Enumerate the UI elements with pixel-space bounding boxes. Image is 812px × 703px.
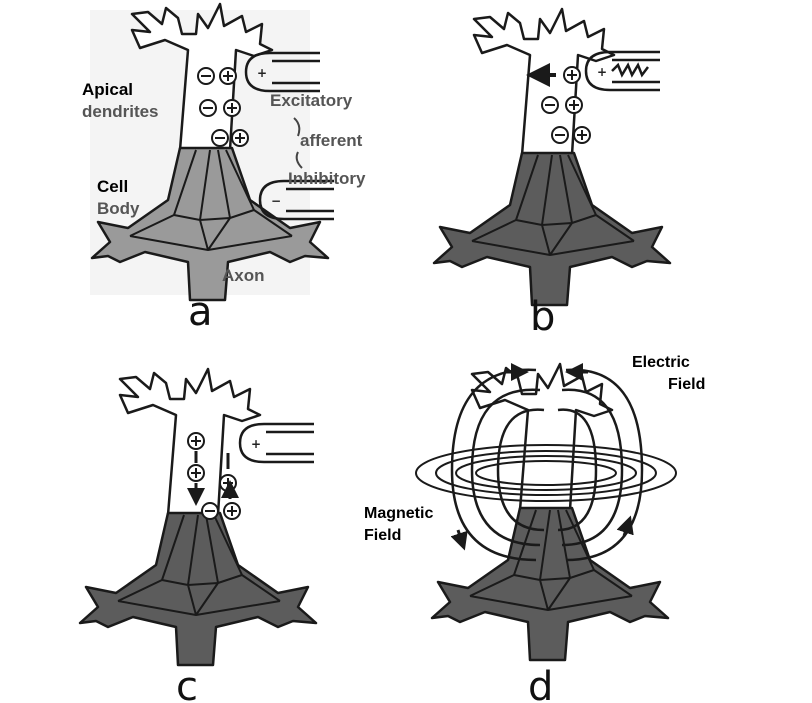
- label-body: Body: [97, 199, 140, 218]
- afferent-bracket-bottom: [295, 151, 303, 169]
- spike-train-icon: [611, 62, 649, 78]
- label-apical: Apical: [82, 80, 133, 99]
- panel-d: Electric Field Magnetic Field d: [364, 354, 705, 703]
- label-afferent: afferent: [300, 131, 363, 150]
- panel-d-field-arrow-left: [450, 529, 468, 551]
- panel-c-excitatory-terminal: +: [238, 422, 316, 464]
- label-magnetic: Magnetic: [364, 505, 433, 522]
- panel-c: + c: [78, 367, 318, 703]
- label-excitatory: Excitatory: [270, 91, 353, 110]
- panel-letter-c: c: [176, 664, 198, 703]
- label-axon: Axon: [222, 266, 265, 285]
- label-cell: Cell: [97, 177, 128, 196]
- panel-c-terminal-plus-sign: +: [251, 437, 261, 451]
- terminal-minus-sign: −: [271, 194, 281, 208]
- panel-c-up-arrows: [228, 453, 230, 499]
- panel-letter-d: d: [528, 664, 553, 703]
- panel-letter-b: b: [530, 294, 555, 340]
- afferent-bracket-top: [293, 117, 301, 137]
- electric-field-loops: [450, 368, 644, 562]
- panel-c-cell-body: [78, 511, 318, 667]
- label-magnetic-field: Field: [364, 527, 401, 544]
- label-dendrites: dendrites: [82, 102, 159, 121]
- label-electric: Electric: [632, 354, 690, 371]
- terminal-plus-sign: +: [257, 66, 267, 80]
- inhibitory-terminal: −: [258, 179, 336, 221]
- label-electric-field: Field: [668, 376, 705, 393]
- magnetic-field-rings: [415, 444, 677, 502]
- label-inhibitory: Inhibitory: [288, 169, 366, 188]
- panel-a: + − Apical dendrites Cell Body Excitator…: [82, 2, 366, 335]
- panel-b-terminal-plus-sign: +: [597, 65, 607, 79]
- panel-b: + b: [432, 7, 672, 340]
- panel-b-cell-body: [432, 151, 672, 307]
- panel-b-dendrites: [472, 7, 616, 157]
- panel-letter-a: a: [188, 289, 213, 335]
- panel-d-field-arrow-right: [616, 515, 634, 537]
- excitatory-terminal: +: [244, 51, 322, 93]
- panel-b-excitatory-terminal: +: [584, 50, 662, 92]
